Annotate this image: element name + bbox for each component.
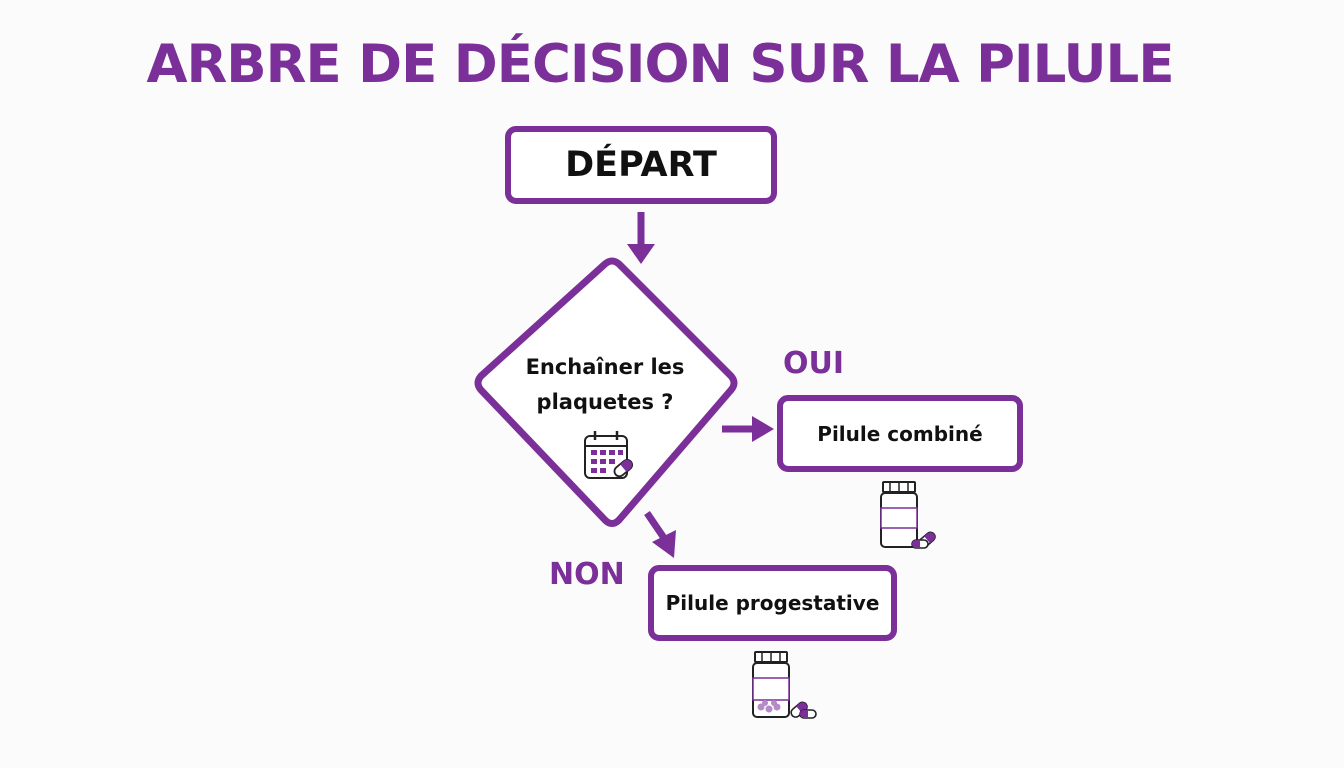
- arrow-start-to-decision: [627, 212, 655, 264]
- arrow-decision-to-yes: [722, 416, 774, 442]
- no-branch-label: NON: [549, 557, 625, 592]
- decision-question-line-1: Enchaîner les: [525, 355, 685, 379]
- combined-pill-label: Pilule combiné: [817, 421, 983, 446]
- pill-bottle-filled-icon: [752, 651, 817, 719]
- pill-bottle-icon: [880, 481, 936, 549]
- start-node: DÉPART: [505, 126, 777, 204]
- combined-pill-node: Pilule combiné: [777, 395, 1023, 472]
- yes-branch-label: OUI: [783, 346, 845, 381]
- diagram-title: ARBRE DE DÉCISION SUR LA PILULE: [146, 34, 1174, 95]
- start-node-label: DÉPART: [565, 145, 717, 185]
- arrow-decision-to-no: [644, 511, 676, 558]
- progestative-pill-node: Pilule progestative: [648, 565, 897, 641]
- decision-question-line-2: plaquetes ?: [536, 390, 674, 414]
- decision-diamond: [474, 257, 738, 527]
- calendar-pill-icon: [584, 431, 634, 479]
- decision-node-label: Enchaîner les plaquetes ?: [500, 350, 710, 420]
- progestative-pill-label: Pilule progestative: [665, 591, 880, 615]
